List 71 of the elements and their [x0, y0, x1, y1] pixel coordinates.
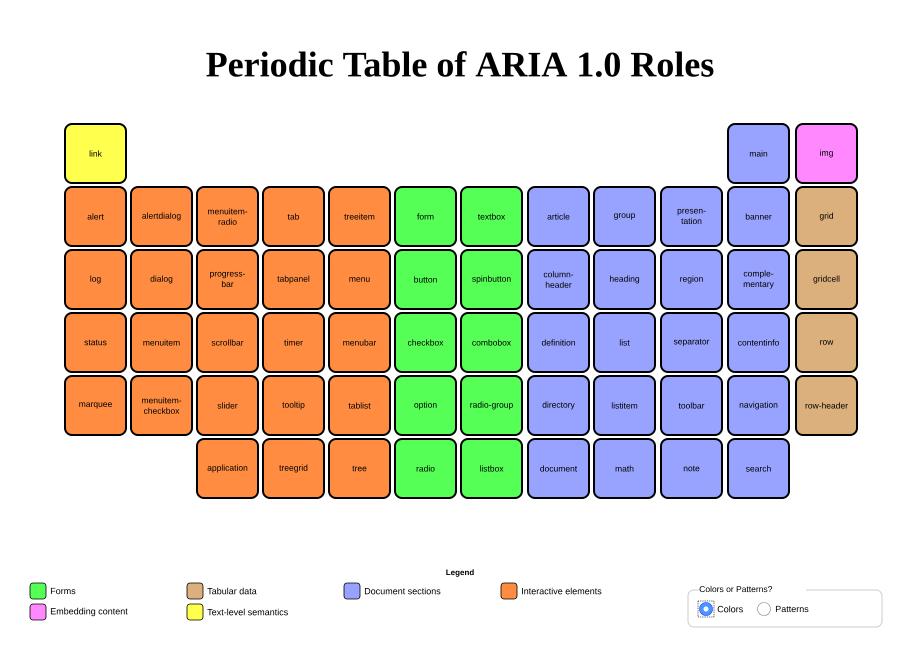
- role-cell: math: [593, 438, 656, 499]
- role-cell: tab: [262, 186, 325, 247]
- role-cell: menuitem-radio: [196, 186, 259, 247]
- role-cell: gridcell: [795, 249, 858, 310]
- role-cell: application: [196, 438, 259, 499]
- role-cell: alertdialog: [130, 186, 193, 247]
- legend-label: Document sections: [364, 588, 440, 594]
- role-cell: radio: [394, 438, 457, 499]
- legend-label: Tabular data: [207, 588, 257, 594]
- radio-button: Colors: [698, 600, 743, 618]
- role-cell: progress-bar: [196, 249, 259, 310]
- role-cell: scrollbar: [196, 312, 259, 373]
- role-cell: marquee: [64, 375, 127, 436]
- role-cell: row: [795, 312, 858, 373]
- role-cell: group: [593, 186, 656, 247]
- role-cell: toolbar: [660, 375, 723, 436]
- role-cell: tablist: [328, 375, 391, 436]
- role-cell: button: [394, 249, 457, 310]
- role-cell: directory: [527, 375, 590, 436]
- role-cell: search: [727, 438, 790, 499]
- role-cell: separator: [660, 312, 723, 373]
- role-cell: document: [527, 438, 590, 499]
- role-cell: checkbox: [394, 312, 457, 373]
- title: Periodic Table of ARIA 1.0 Roles: [206, 51, 714, 77]
- role-cell: menuitem: [130, 312, 193, 373]
- role-cell: banner: [727, 186, 790, 247]
- role-cell: textbox: [460, 186, 523, 247]
- role-cell: row-header: [795, 375, 858, 436]
- role-cell: definition: [527, 312, 590, 373]
- role-cell: timer: [262, 312, 325, 373]
- role-cell: comple-mentary: [727, 249, 790, 310]
- role-cell: combobox: [460, 312, 523, 373]
- role-cell: region: [660, 249, 723, 310]
- legend-label: Text-level semantics: [207, 608, 288, 616]
- role-cell: article: [527, 186, 590, 247]
- role-cell: form: [394, 186, 457, 247]
- radio-button: Patterns: [757, 602, 808, 616]
- role-cell: list: [593, 312, 656, 373]
- role-cell: tooltip: [262, 375, 325, 436]
- legend-label: Interactive elements: [522, 588, 602, 594]
- role-cell: tabpanel: [262, 249, 325, 310]
- role-cell: alert: [64, 186, 127, 247]
- group-label: Colors or Patterns?: [700, 586, 772, 592]
- role-cell: img: [795, 123, 858, 184]
- role-cell: status: [64, 312, 127, 373]
- role-cell: spinbutton: [460, 249, 523, 310]
- role-cell: listitem: [593, 375, 656, 436]
- role-cell: navigation: [727, 375, 790, 436]
- role-cell: grid: [795, 186, 858, 247]
- role-cell: main: [727, 123, 790, 184]
- role-cell: menu: [328, 249, 391, 310]
- role-cell: link: [64, 123, 127, 184]
- role-cell: slider: [196, 375, 259, 436]
- role-cell: tree: [328, 438, 391, 499]
- role-cell: option: [394, 375, 457, 436]
- role-cell: presen-tation: [660, 186, 723, 247]
- role-cell: radio-group: [460, 375, 523, 436]
- legend-label: Forms: [50, 588, 76, 594]
- role-cell: dialog: [130, 249, 193, 310]
- role-cell: contentinfo: [727, 312, 790, 373]
- role-cell: menuitem-checkbox: [130, 375, 193, 436]
- role-cell: listbox: [460, 438, 523, 499]
- role-cell: heading: [593, 249, 656, 310]
- role-cell: column-header: [527, 249, 590, 310]
- role-cell: treegrid: [262, 438, 325, 499]
- legend-label: Embedding content: [50, 608, 128, 616]
- role-cell: note: [660, 438, 723, 499]
- legend-heading: Legend: [446, 569, 474, 577]
- role-cell: treeitem: [328, 186, 391, 247]
- role-cell: log: [64, 249, 127, 310]
- role-cell: menubar: [328, 312, 391, 373]
